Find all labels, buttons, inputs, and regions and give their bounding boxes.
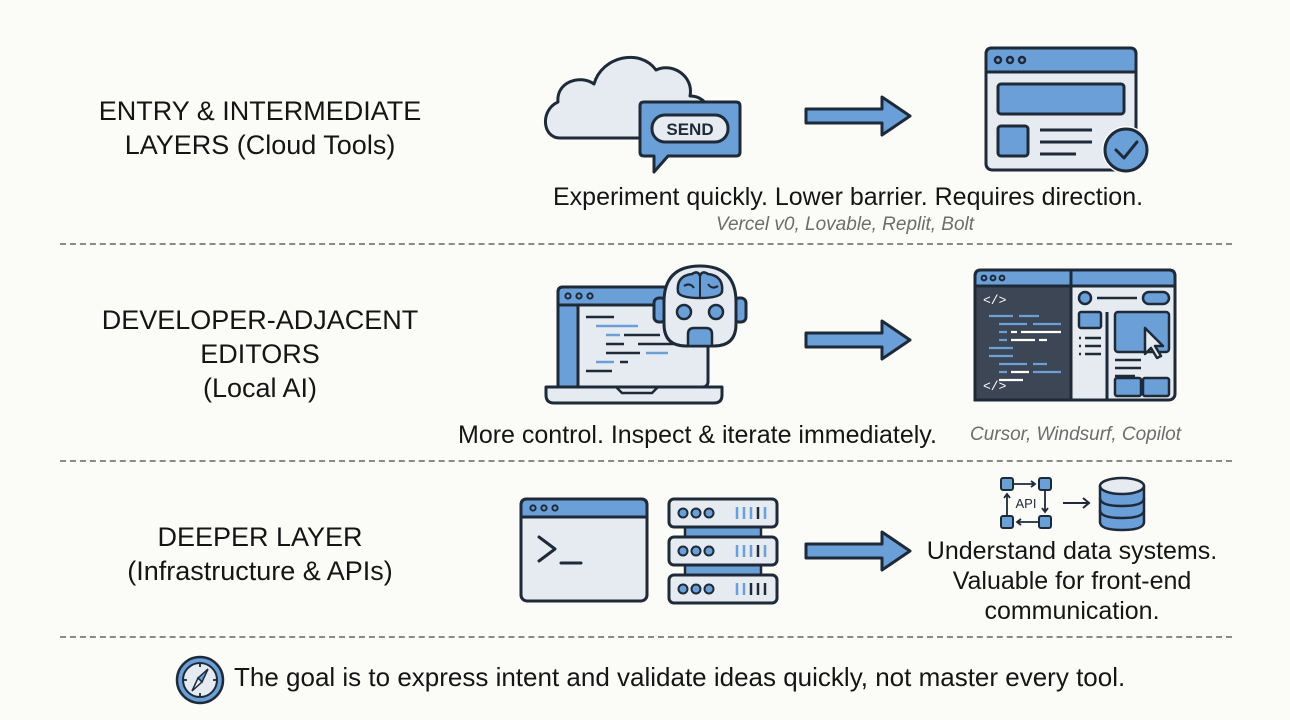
layer-2-description: More control. Inspect & iterate immediat… (458, 421, 937, 449)
server-rack-icon (667, 497, 779, 605)
code-tag-top: </> (983, 293, 1007, 308)
layer-1-title: ENTRY & INTERMEDIATE LAYERS (Cloud Tools… (40, 94, 480, 162)
layer-2-title-line-1: DEVELOPER-ADJACENT (101, 305, 419, 335)
layer-3-title: DEEPER LAYER (Infrastructure & APIs) (40, 520, 480, 588)
layer-1-tools: Vercel v0, Lovable, Replit, Bolt (716, 214, 975, 235)
layer-1-title-line-1: ENTRY & INTERMEDIATE (98, 96, 422, 126)
divider-2 (60, 460, 1232, 462)
layer-2-tools: Cursor, Windsurf, Copilot (970, 424, 1182, 445)
layer-2-title-line-2: EDITORS (200, 339, 320, 369)
arrow-right-icon (804, 95, 912, 137)
divider-3 (60, 636, 1232, 638)
arrow-right-small-icon (1063, 497, 1091, 509)
server-unit (667, 535, 779, 567)
arrow-right-icon (804, 530, 912, 572)
layer-3-title-line-1: DEEPER LAYER (157, 522, 363, 552)
layer-1-title-line-2: LAYERS (Cloud Tools) (124, 130, 396, 160)
layer-3-description-line-3: communication. (984, 597, 1160, 625)
code-editor-preview-icon: </> </> (973, 268, 1177, 402)
layer-3-description-line-1: Understand data systems. (926, 537, 1218, 565)
database-icon (1098, 476, 1146, 532)
api-flow-icon: API (1000, 477, 1052, 529)
server-unit (667, 573, 779, 605)
layer-3-description: Understand data systems. Valuable for fr… (906, 536, 1238, 626)
api-label: API (1016, 496, 1037, 511)
arrow-right-icon (804, 319, 912, 361)
terminal-icon (519, 497, 649, 603)
send-chat-bubble-icon: SEND (638, 100, 742, 174)
send-label: SEND (666, 120, 713, 139)
server-unit (667, 497, 779, 529)
layer-3-title-line-2: (Infrastructure & APIs) (127, 556, 393, 586)
code-tag-bottom: </> (983, 379, 1007, 394)
footer-message: The goal is to express intent and valida… (234, 662, 1126, 692)
layer-1-description: Experiment quickly. Lower barrier. Requi… (553, 183, 1144, 211)
layer-2-title-line-3: (Local AI) (202, 373, 318, 403)
ai-robot-brain-icon (652, 264, 748, 348)
divider-1 (60, 243, 1232, 245)
compass-icon (175, 655, 225, 705)
layer-2-title: DEVELOPER-ADJACENT EDITORS (Local AI) (40, 303, 480, 405)
web-page-check-icon (984, 46, 1150, 174)
layer-3-description-line-2: Valuable for front-end (952, 567, 1192, 595)
